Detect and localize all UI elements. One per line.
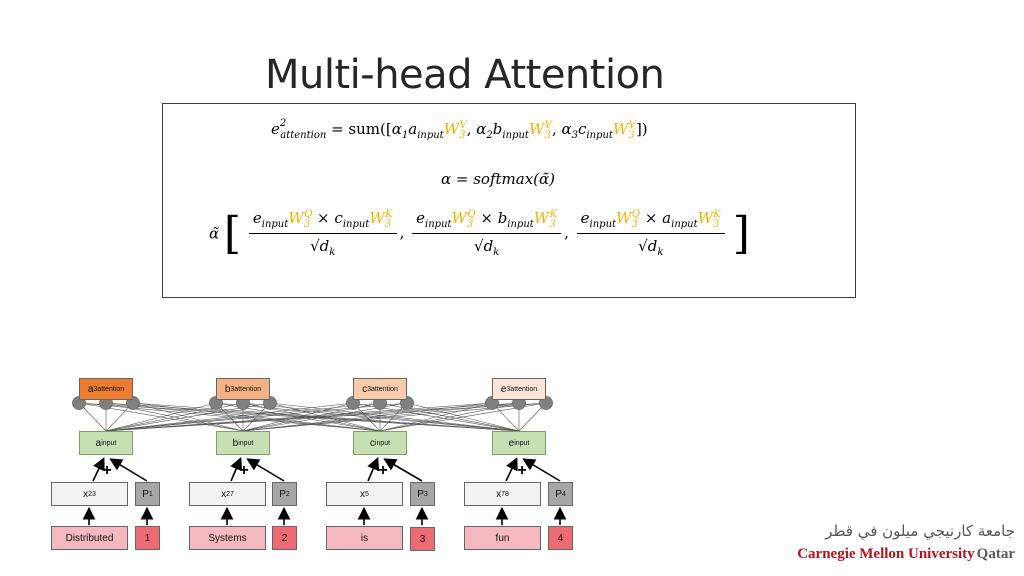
fraction-e-c: einputW3Q × cinputW3K √dk xyxy=(248,209,397,258)
flow-arrow xyxy=(522,458,561,482)
position-id-2: 2 xyxy=(272,526,297,550)
fraction-e-a: einputW3Q × ainputW3K √dk xyxy=(576,209,725,258)
flow-arrow xyxy=(109,458,148,482)
flow-arrow xyxy=(246,458,285,482)
plus-sign-2: + xyxy=(239,462,249,479)
position-id-3: 3 xyxy=(410,527,435,551)
slide-title: Multi-head Attention xyxy=(265,52,665,98)
flow-arrow xyxy=(230,457,243,482)
attention-connection xyxy=(78,402,520,432)
word-fun: fun xyxy=(464,526,541,550)
logo-arabic-text: جامعة كارنيجي ميلون في قطر xyxy=(825,522,1015,540)
equation-attention-sum: e2attention = sum([α1ainputW3V, α2binput… xyxy=(271,118,648,141)
word-distributed: Distributed xyxy=(51,526,128,550)
plus-sign-4: + xyxy=(517,462,527,479)
equation-alpha-tilde: α̃ [ einputW3Q × cinputW3K √dk , einputW… xyxy=(209,208,750,259)
equation-box: e2attention = sum([α1ainputW3V, α2binput… xyxy=(162,103,856,298)
position-id-1: 1 xyxy=(135,526,160,550)
attention-connection xyxy=(105,402,520,432)
attention-connection xyxy=(406,402,520,432)
attention-connection xyxy=(242,402,520,432)
equation-softmax: α = softmax(α̃) xyxy=(441,170,556,188)
attention-connection xyxy=(215,402,520,432)
flow-arrow xyxy=(383,458,423,482)
position-id-4: 4 xyxy=(548,526,573,550)
flow-arrow xyxy=(505,457,518,482)
attention-connection xyxy=(269,402,520,432)
word-is: is xyxy=(326,526,403,550)
attention-connection xyxy=(78,402,381,432)
word-systems: Systems xyxy=(189,526,266,550)
flow-arrow xyxy=(367,457,380,482)
flow-arrow xyxy=(92,457,105,482)
cmu-qatar-logo: جامعة كارنيجي ميلون في قطر Carnegie Mell… xyxy=(797,522,1015,570)
plus-sign-3: + xyxy=(378,462,388,479)
attention-connection xyxy=(132,402,520,432)
fraction-e-b: einputW3Q × binputW3K √dk xyxy=(412,209,562,258)
plus-sign-1: + xyxy=(102,462,112,479)
